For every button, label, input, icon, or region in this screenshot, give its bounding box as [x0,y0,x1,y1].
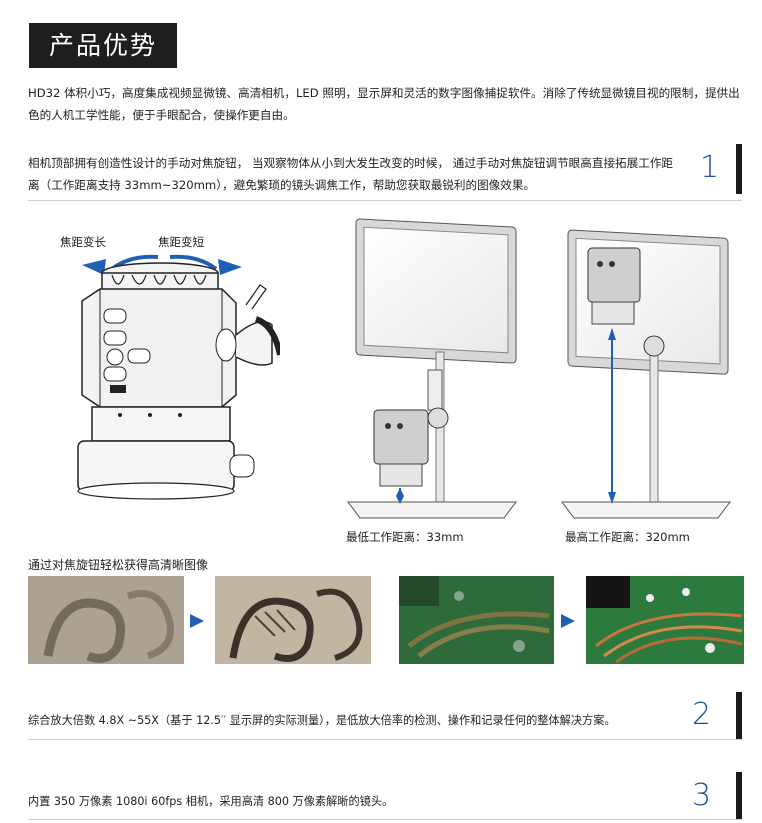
feature-2-number: 2 [692,697,712,732]
intro-paragraph: HD32 体积小巧，高度集成视频显微镜、高清相机，LED 照明，显示屏和灵活的数… [28,86,740,122]
caption-max-distance: 最高工作距离：320mm [565,530,690,544]
feature-2-text: 综合放大倍数 4.8X ~55X（基于 12.5′′ 显示屏的实际测量），是低放… [28,714,616,727]
focus-title: 通过对焦旋钮轻松获得高清晰图像 [28,558,209,572]
divider-2 [28,739,742,740]
feature-1-number: 1 [700,150,720,185]
feature-3-number: 3 [692,778,712,813]
pcb-photo-blurry [399,576,554,664]
coin-photo-sharp [215,576,371,664]
pcb-photo-sharp [586,576,744,664]
camera-head-illustration [77,254,280,500]
feature-3-text: 内置 350 万像素 1080i 60fps 相机，采用高清 800 万像素解晰… [28,795,394,808]
label-focus-longer: 焦距变长 [60,235,106,249]
divider-1 [28,200,742,201]
coin-photo-blurry [28,576,184,664]
stand-illustrations [347,218,731,519]
label-focus-shorter: 焦距变短 [158,235,204,249]
arrow-right-icon [561,614,575,628]
feature-1-bar [736,144,742,194]
feature-1-text: 相机顶部拥有创造性设计的手动对焦旋钮， 当观察物体从小到大发生改变的时候， 通过… [28,156,674,192]
page-title: 产品优势 [29,23,177,68]
arrow-right-icon [190,614,204,628]
divider-3 [28,819,742,820]
feature-2-bar [736,692,742,740]
caption-min-distance: 最低工作距离：33mm [346,530,464,544]
feature-3-bar [736,772,742,820]
